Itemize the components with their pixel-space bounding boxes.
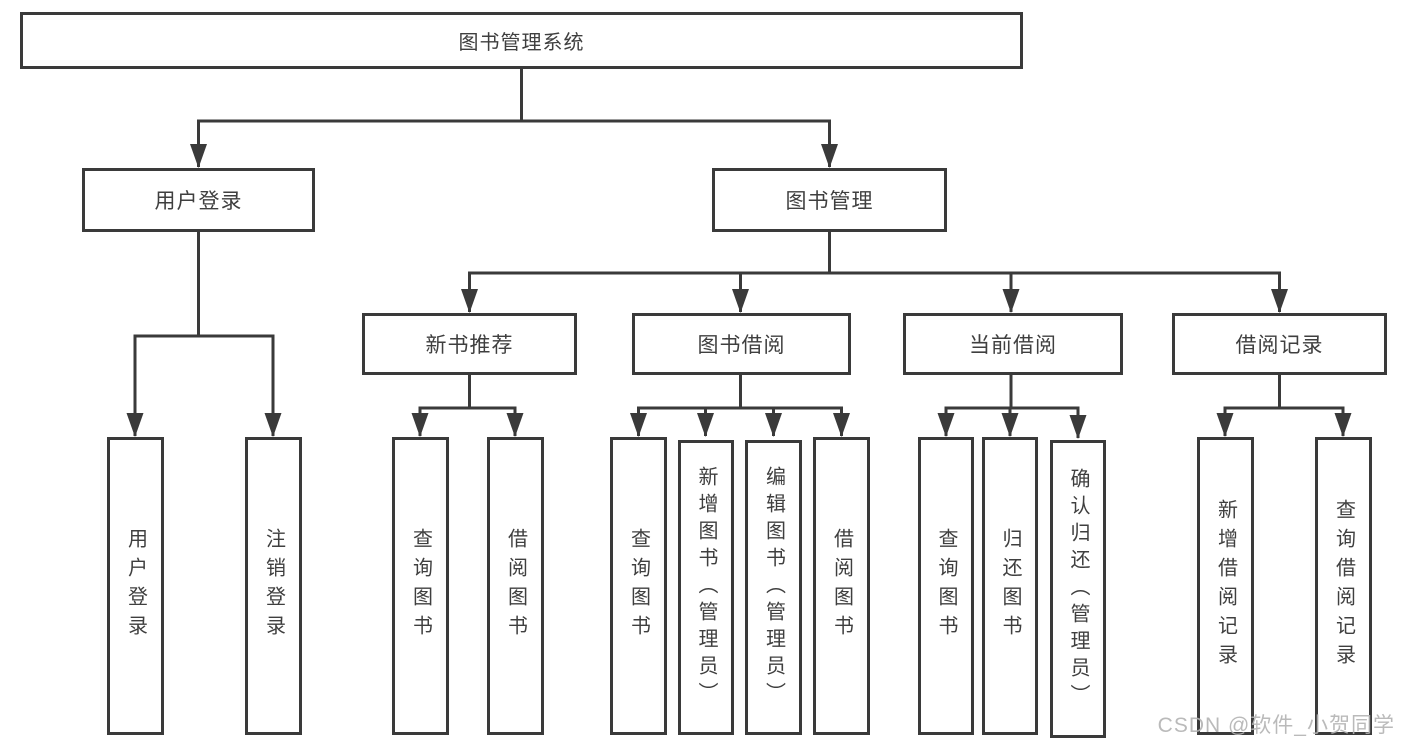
node-book-management: 图书管理 — [712, 168, 947, 232]
leaf-borrow-books: 借阅图书 — [813, 437, 870, 735]
node-library-system: 图书管理系统 — [20, 12, 1023, 69]
leaf-logout: 注销登录 — [245, 437, 302, 735]
leaf-confirm-return-admin: 确认归还（管理员） — [1050, 440, 1106, 738]
node-current-borrow: 当前借阅 — [903, 313, 1123, 375]
leaf-edit-books-admin: 编辑图书（管理员） — [745, 440, 802, 735]
leaf-borrow-books-recommend: 借阅图书 — [487, 437, 544, 735]
node-user-login: 用户登录 — [82, 168, 315, 232]
leaf-add-books-admin: 新增图书（管理员） — [678, 440, 734, 735]
leaf-user-login: 用户登录 — [107, 437, 164, 735]
leaf-add-borrow-record: 新增借阅记录 — [1197, 437, 1254, 735]
csdn-watermark: CSDN @软件_小贺同学 — [1157, 714, 1395, 737]
leaf-query-books-recommend: 查询图书 — [392, 437, 449, 735]
node-borrow-records: 借阅记录 — [1172, 313, 1387, 375]
node-new-book-recommend: 新书推荐 — [362, 313, 577, 375]
node-book-borrow: 图书借阅 — [632, 313, 851, 375]
leaf-query-borrow-record: 查询借阅记录 — [1315, 437, 1372, 735]
leaf-query-books-borrow: 查询图书 — [610, 437, 667, 735]
leaf-query-books-current: 查询图书 — [918, 437, 974, 735]
leaf-return-books: 归还图书 — [982, 437, 1038, 735]
